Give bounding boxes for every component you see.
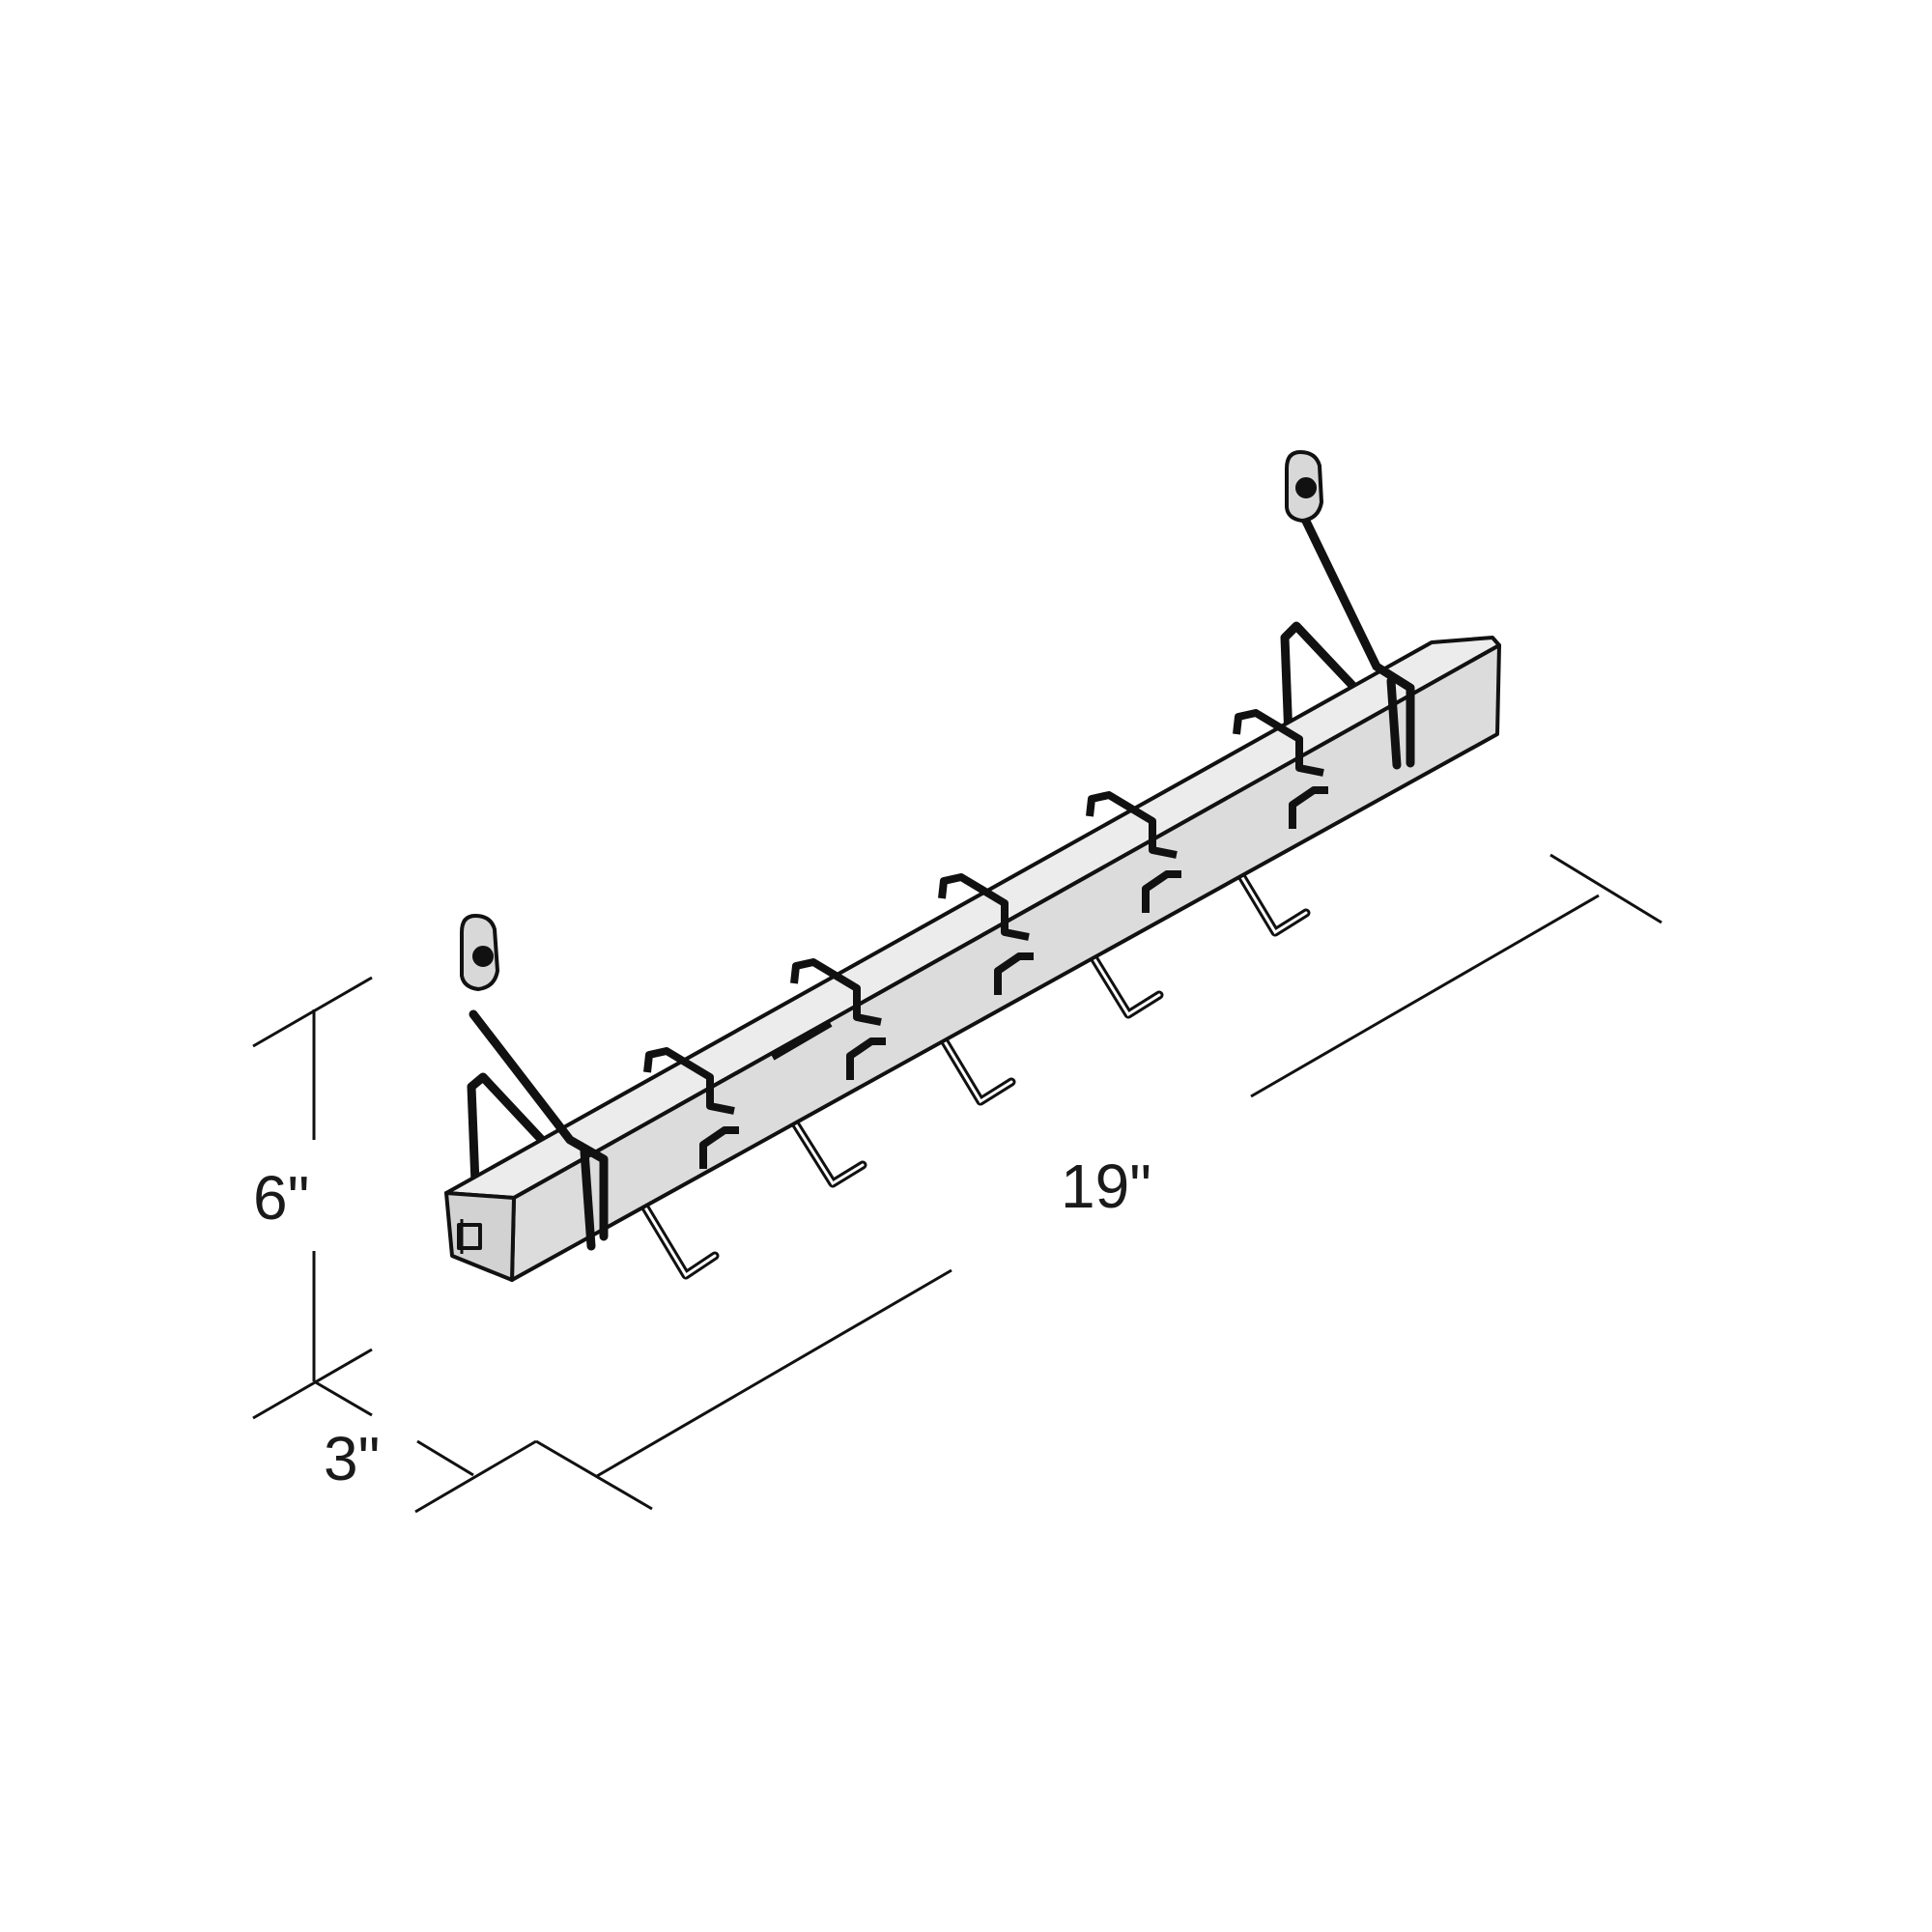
length-dimension [596, 853, 1662, 1478]
saddle [790, 958, 882, 1026]
length-label: 19" [1061, 1151, 1151, 1221]
saddle [643, 1047, 735, 1115]
hook-saddles [643, 709, 1328, 1169]
saddle [1289, 786, 1328, 829]
right-bracket-back [1280, 621, 1364, 764]
saddle [938, 873, 1030, 941]
height-dimension [252, 976, 373, 1420]
saddle [994, 952, 1034, 995]
left-bracket-back [467, 1072, 556, 1184]
height-label: 6" [253, 1163, 309, 1233]
bar-top-face [444, 636, 1501, 1200]
left-mounting-tab [460, 913, 500, 992]
right-bracket [1294, 502, 1415, 770]
saddle [1142, 870, 1181, 913]
right-bracket-arm [1294, 502, 1415, 768]
saddle [699, 1126, 739, 1169]
depth-dimension [313, 1379, 653, 1514]
left-bracket [469, 1009, 609, 1251]
bar-end-cap [457, 1223, 482, 1250]
saddle [1233, 709, 1324, 777]
saddle [846, 1037, 886, 1080]
depth-label: 3" [324, 1424, 380, 1493]
saddle [1086, 791, 1178, 859]
right-mounting-tab [1285, 449, 1324, 524]
